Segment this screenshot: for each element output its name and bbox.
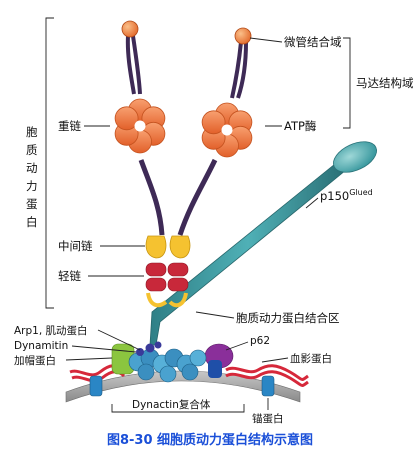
dynein-char-5: 蛋 xyxy=(26,197,38,211)
arp1-subunit xyxy=(137,363,155,381)
dynein-char-3: 动 xyxy=(26,161,38,175)
arp1-subunit xyxy=(181,363,199,381)
dynein-vertical-label: 胞 质 动 力 蛋 白 xyxy=(26,125,38,229)
label-arp1: Arp1, 肌动蛋白 xyxy=(14,324,141,351)
label-capping-protein: 加帽蛋白 xyxy=(14,354,113,367)
svg-text:p150Glued: p150Glued xyxy=(320,188,373,203)
motor-petal xyxy=(114,106,139,131)
motor-ring-left xyxy=(114,98,166,154)
p62-text: p62 xyxy=(250,335,270,347)
spectrin-text: 血影蛋白 xyxy=(290,352,332,365)
dynamitin-bead xyxy=(154,341,162,349)
motor-ring-right xyxy=(201,102,253,158)
arp1-subunit xyxy=(159,365,177,383)
motor-ring-hub xyxy=(134,120,146,132)
motor-domain-bracket xyxy=(343,37,351,129)
label-atpase: ATP酶 xyxy=(265,119,316,133)
dynamitin-text: Dynamitin xyxy=(14,340,68,352)
light-chains xyxy=(145,262,189,308)
motor-ring-hub xyxy=(221,124,233,136)
light-chain-text: 轻链 xyxy=(58,269,81,283)
dynein-char-4: 力 xyxy=(26,179,38,193)
label-ankyrin: 锚蛋白 xyxy=(252,398,284,425)
dynein-char-1: 胞 xyxy=(26,125,38,139)
label-microtubule-binding-domain: 微管结合域 xyxy=(249,35,342,49)
microtubule-binding-domain-text: 微管结合域 xyxy=(284,35,342,49)
dynein-stalks xyxy=(125,35,248,236)
label-dynamitin: Dynamitin xyxy=(14,340,137,353)
dynein-char-6: 白 xyxy=(26,215,38,229)
dynein-char-2: 质 xyxy=(26,143,38,157)
p62-subunit xyxy=(208,360,222,378)
heavy-chain-text: 重链 xyxy=(58,119,81,133)
label-p150-glued: p150Glued xyxy=(305,188,373,209)
microtubule-binding-tip-right xyxy=(234,27,252,45)
label-intermediate-chain: 中间链 xyxy=(58,239,145,253)
dynein-binding-region-text: 胞质动力蛋白结合区 xyxy=(236,311,340,325)
dynamitin-bead xyxy=(136,348,144,356)
motor-domain-label: 马达结构域 xyxy=(356,76,414,90)
p150-text: p150 xyxy=(320,189,349,203)
dynactin-bracket xyxy=(111,404,245,413)
atpase-text: ATP酶 xyxy=(284,119,316,133)
label-dynein-binding-region: 胞质动力蛋白结合区 xyxy=(195,311,340,325)
label-light-chain: 轻链 xyxy=(58,269,144,283)
arp1-text: Arp1, 肌动蛋白 xyxy=(14,324,88,337)
glued-superscript: Glued xyxy=(349,188,373,197)
label-heavy-chain: 重链 xyxy=(58,119,110,133)
label-spectrin: 血影蛋白 xyxy=(261,352,332,365)
dynactin-complex xyxy=(111,341,234,383)
capping-protein-text: 加帽蛋白 xyxy=(14,354,56,367)
intermediate-chains xyxy=(145,235,191,259)
intermediate-chain-text: 中间链 xyxy=(58,239,93,253)
dynamitin-bead xyxy=(145,343,155,353)
ankyrin xyxy=(89,375,275,397)
microtubule-binding-tip-left xyxy=(121,20,139,38)
label-p62: p62 xyxy=(225,335,270,351)
figure-caption: 图8-30 细胞质动力蛋白结构示意图 xyxy=(107,432,313,448)
motor-petal xyxy=(201,110,226,135)
ankyrin-text: 锚蛋白 xyxy=(252,412,284,425)
dynactin-complex-text: Dynactin复合体 xyxy=(132,398,211,411)
dynein-bracket xyxy=(45,17,54,309)
arp1-subunit xyxy=(189,349,207,367)
